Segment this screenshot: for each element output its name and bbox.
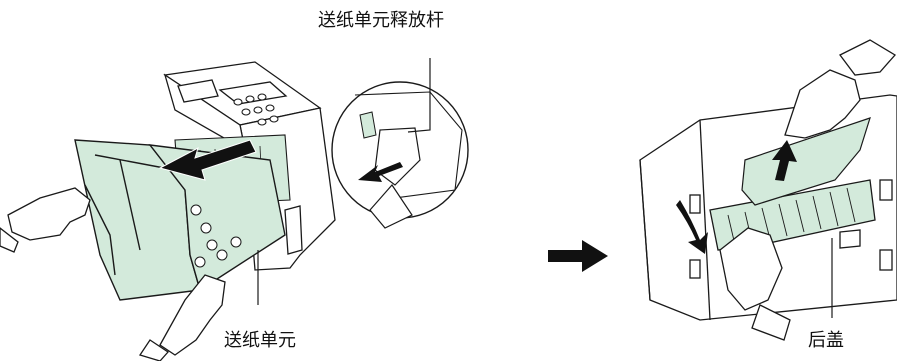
bottom-hand-right [719,227,791,341]
feed-unit-rollers [190,204,242,268]
top-hand [784,39,897,139]
label-rear-cover: 后盖 [808,330,844,351]
lever-leader-line [407,58,431,133]
pull-arrow [158,139,257,181]
jammed-paper [741,117,871,206]
feed-unit-shape [74,139,286,301]
step-arrow [548,240,608,272]
paper-arrow [772,140,797,181]
label-feed-unit: 送纸单元 [224,330,296,351]
bottom-hand [138,274,226,361]
left-hand [0,187,91,253]
magnified-detail [331,81,469,229]
cover-arrow [676,200,708,254]
label-release-lever: 送纸单元释放杆 [318,10,444,31]
control-buttons [233,93,279,126]
lever-arrow [358,162,403,182]
